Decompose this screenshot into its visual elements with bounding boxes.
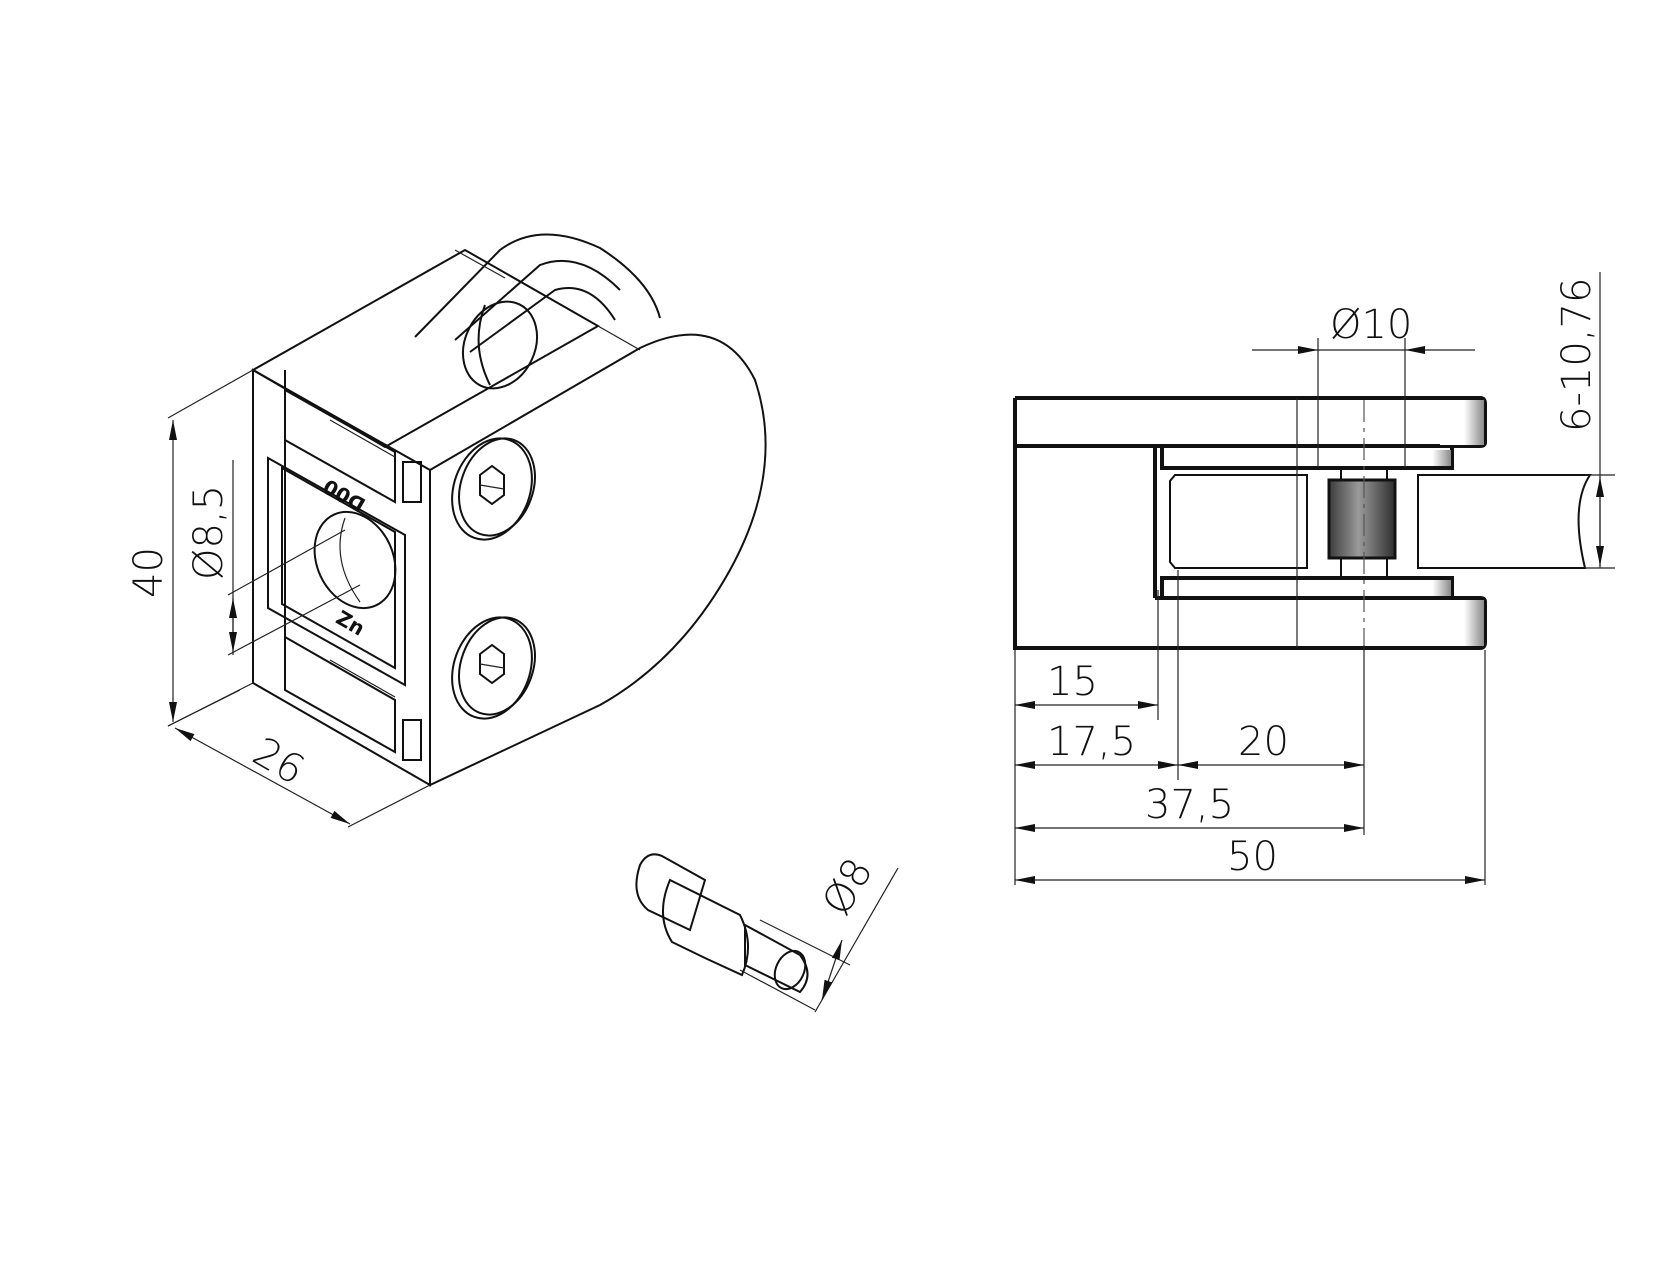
top-mark-text: D00 <box>319 474 369 517</box>
rubber-bushing <box>1327 478 1397 560</box>
mark-box-top <box>402 461 422 503</box>
bolt-hole <box>313 510 397 610</box>
iso-clamp-view: D00 Zn 40 Ø8,5 26 <box>126 233 767 828</box>
mark-box-bottom <box>402 719 422 761</box>
dim-20: 20 <box>1238 719 1289 765</box>
dim-37-5: 37,5 <box>1145 782 1234 828</box>
dim-glass-thickness: 6-10,76 <box>1554 278 1600 432</box>
glass-pane-right <box>1417 474 1592 569</box>
glass-pane-left <box>1169 474 1308 569</box>
screw-top <box>451 437 536 541</box>
pin-view: Ø8 <box>635 851 899 1013</box>
dim-bolt-hole: Ø8,5 <box>186 485 232 580</box>
screw-bottom <box>451 616 536 720</box>
dim-height-40: 40 <box>126 547 172 598</box>
dim-depth-26: 26 <box>245 729 312 794</box>
dim-50: 50 <box>1227 834 1278 880</box>
dim-pin-diameter-10: Ø10 <box>1330 302 1412 348</box>
dim-15: 15 <box>1047 659 1098 705</box>
side-view: Ø10 6-10,76 15 17,5 20 37,5 50 <box>1013 272 1615 885</box>
dim-17-5: 17,5 <box>1047 719 1136 765</box>
